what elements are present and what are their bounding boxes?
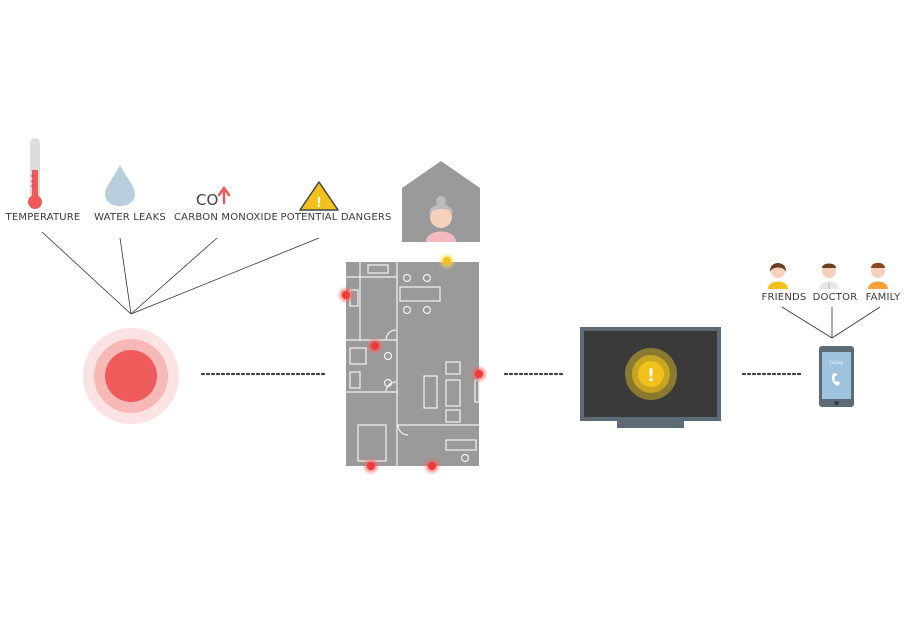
tv-alert-icon: !: [625, 348, 677, 400]
doctor-person-icon: [819, 263, 839, 289]
co-arrow-icon: CO: [196, 186, 231, 209]
doctor-label: DOCTOR: [812, 292, 858, 303]
phone-calling-text: Calling: [829, 360, 843, 365]
phone-call-icon: [831, 373, 840, 386]
house-elder-icon: [402, 161, 480, 242]
family-label: FAMILY: [865, 292, 901, 303]
alert-dot-4: [362, 457, 380, 475]
contact-connector-lines: [781, 306, 881, 339]
warning-icon: !: [299, 181, 339, 211]
alert-dot-3: [470, 365, 488, 383]
temperature-label: TEMPERATURE: [5, 212, 81, 223]
carbon-monoxide-label: CARBON MONOXIDE: [173, 212, 279, 223]
water-leaks-label: WATER LEAKS: [94, 212, 166, 223]
alert-dot-2: [366, 337, 384, 355]
thermometer-icon: [28, 138, 42, 209]
tv-monitor: !: [580, 327, 721, 428]
floor-plan: [337, 252, 488, 475]
smartphone-icon: [819, 346, 854, 407]
warning-exclaim: !: [316, 196, 322, 211]
potential-dangers-label: POTENTIAL DANGERS: [280, 212, 392, 223]
friend-person-icon: [768, 263, 788, 289]
water-drop-icon: [105, 165, 135, 206]
sensor-connector-lines: [41, 231, 320, 315]
warning-dot: [438, 252, 456, 270]
friends-label: FRIENDS: [761, 292, 807, 303]
alert-dot-5: [423, 457, 441, 475]
co-text: CO: [196, 191, 218, 209]
tv-alert-symbol: !: [647, 366, 655, 386]
sensor-pulse: [83, 328, 179, 424]
alert-dot-1: [337, 286, 355, 304]
family-person-icon: [868, 262, 888, 289]
